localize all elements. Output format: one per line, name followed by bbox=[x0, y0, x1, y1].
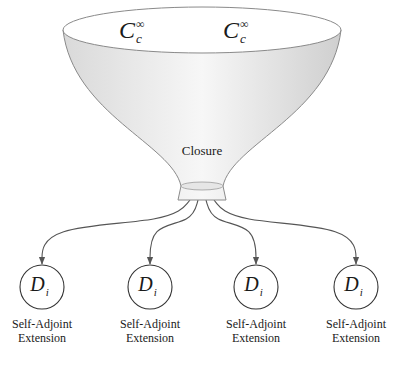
funnel-shape bbox=[61, 4, 343, 200]
funnel-body bbox=[63, 30, 341, 200]
extension-caption: Self-Adjoint Extension bbox=[2, 317, 82, 346]
extension-circle: DiSelf-Adjoint Extension bbox=[316, 264, 396, 346]
extension-circle: DiSelf-Adjoint Extension bbox=[2, 264, 82, 346]
funnel-mouth bbox=[63, 7, 341, 53]
extension-circle: DiSelf-Adjoint Extension bbox=[216, 264, 296, 346]
closure-label: Closure bbox=[182, 144, 222, 157]
funnel-neck bbox=[181, 182, 223, 190]
extension-caption: Self-Adjoint Extension bbox=[110, 317, 190, 346]
extension-circle: DiSelf-Adjoint Extension bbox=[110, 264, 190, 346]
closure-funnel: C∞c C∞cClosure bbox=[61, 4, 343, 200]
domain-symbol: Di bbox=[244, 274, 267, 297]
flow-arrow bbox=[150, 200, 198, 264]
flow-arrow bbox=[206, 200, 256, 264]
function-space-label: C∞c bbox=[119, 18, 146, 46]
domain-symbol: Di bbox=[138, 274, 161, 297]
flow-arrow bbox=[42, 200, 190, 264]
domain-symbol: Di bbox=[30, 274, 53, 297]
domain-symbol: Di bbox=[344, 274, 367, 297]
function-space-label: C∞c bbox=[223, 18, 250, 46]
flow-arrow bbox=[214, 200, 356, 264]
extension-caption: Self-Adjoint Extension bbox=[216, 317, 296, 346]
extension-caption: Self-Adjoint Extension bbox=[316, 317, 396, 346]
